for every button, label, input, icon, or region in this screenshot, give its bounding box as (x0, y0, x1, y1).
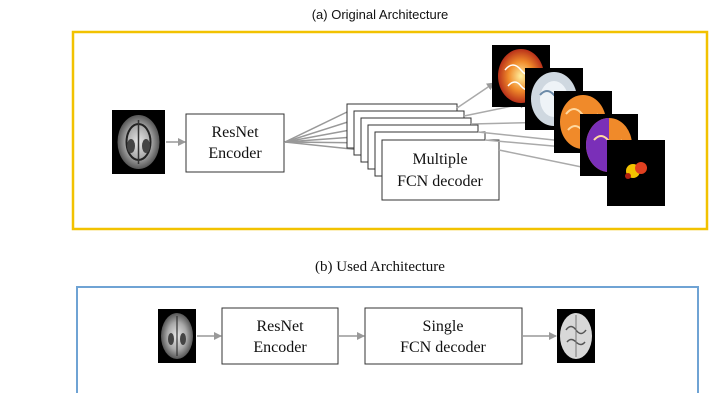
encoder-label-line2: Encoder (208, 145, 262, 162)
resnet-encoder-box: ResNet Encoder (221, 307, 339, 365)
decoder-label-line1: Multiple (412, 151, 467, 168)
section-a-frame (71, 30, 709, 231)
segmentation-outputs (492, 45, 665, 206)
segmentation-map-icon (607, 140, 665, 206)
section-b-title: (b) Used Architecture (315, 259, 445, 275)
brain-mri-icon (112, 110, 165, 174)
section-b-frame (76, 286, 699, 393)
single-fcn-decoder-box: Single FCN decoder (364, 307, 523, 365)
encoder-label-line2: Encoder (253, 339, 307, 356)
decoder-label-line1: Single (423, 318, 464, 335)
decoder-label-line2: FCN decoder (397, 173, 483, 190)
multiple-fcn-decoder-box: Multiple FCN decoder (381, 139, 500, 201)
decoder-label-line2: FCN decoder (400, 339, 486, 356)
encoder-label-line1: ResNet (256, 318, 304, 335)
resnet-encoder-box: ResNet Encoder (185, 113, 285, 173)
brain-mri-icon (158, 309, 196, 363)
encoder-label-line1: ResNet (211, 124, 259, 141)
segmentation-map-icon (557, 309, 595, 363)
section-a-title: (a) Original Architecture (312, 7, 449, 22)
